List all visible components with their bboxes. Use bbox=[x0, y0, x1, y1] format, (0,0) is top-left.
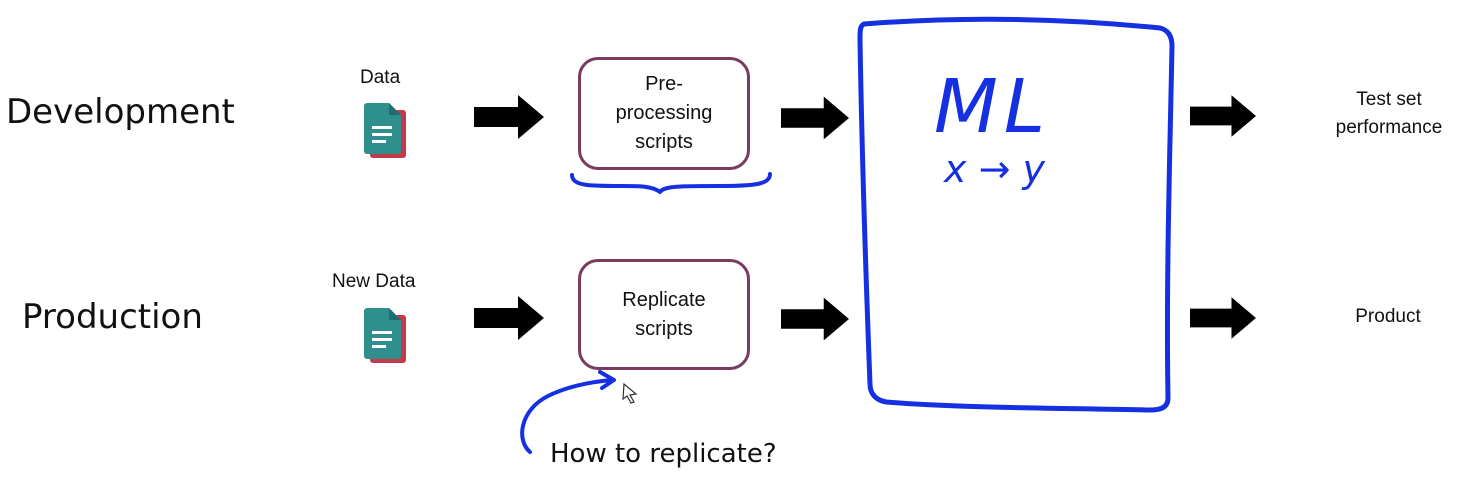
how-to-replicate-question: How to replicate? bbox=[550, 439, 777, 469]
test-set-line-1: Test set bbox=[1356, 89, 1422, 110]
ml-mapping: x → y bbox=[944, 147, 1045, 191]
curved-arrow bbox=[520, 378, 614, 454]
replicate-line-2: scripts bbox=[635, 317, 693, 340]
right-arrow-icon bbox=[781, 96, 849, 140]
test-set-line-2: performance bbox=[1335, 116, 1443, 138]
new-data-label: New Data bbox=[332, 271, 416, 292]
product-label: Product bbox=[1355, 306, 1421, 327]
document-icon bbox=[364, 103, 406, 158]
curved-arrow-head bbox=[598, 370, 616, 390]
development-label: Development bbox=[6, 92, 235, 132]
preprocessing-line-1: Pre- bbox=[645, 73, 683, 95]
preprocessing-line-2: processing bbox=[615, 102, 713, 124]
preprocessing-line-3: scripts bbox=[635, 131, 693, 153]
data-label: Data bbox=[360, 67, 401, 88]
production-label: Production bbox=[22, 297, 203, 337]
right-arrow-icon bbox=[1190, 297, 1256, 339]
right-arrow-icon bbox=[781, 297, 849, 341]
test-set-performance-label: Test set performance bbox=[1316, 86, 1462, 141]
ml-title: ML bbox=[934, 64, 1052, 150]
preprocessing-scripts-box: Pre- processing scripts bbox=[578, 57, 750, 170]
cursor-icon bbox=[622, 382, 638, 404]
document-icon bbox=[364, 308, 406, 363]
right-arrow-icon bbox=[474, 296, 544, 340]
replicate-line-1: Replicate bbox=[622, 288, 706, 311]
replicate-scripts-box: Replicate scripts bbox=[578, 259, 750, 370]
ml-box-outline bbox=[857, 16, 1175, 413]
right-arrow-icon bbox=[474, 95, 544, 139]
right-arrow-icon bbox=[1190, 95, 1256, 137]
brace-underline bbox=[570, 172, 772, 194]
